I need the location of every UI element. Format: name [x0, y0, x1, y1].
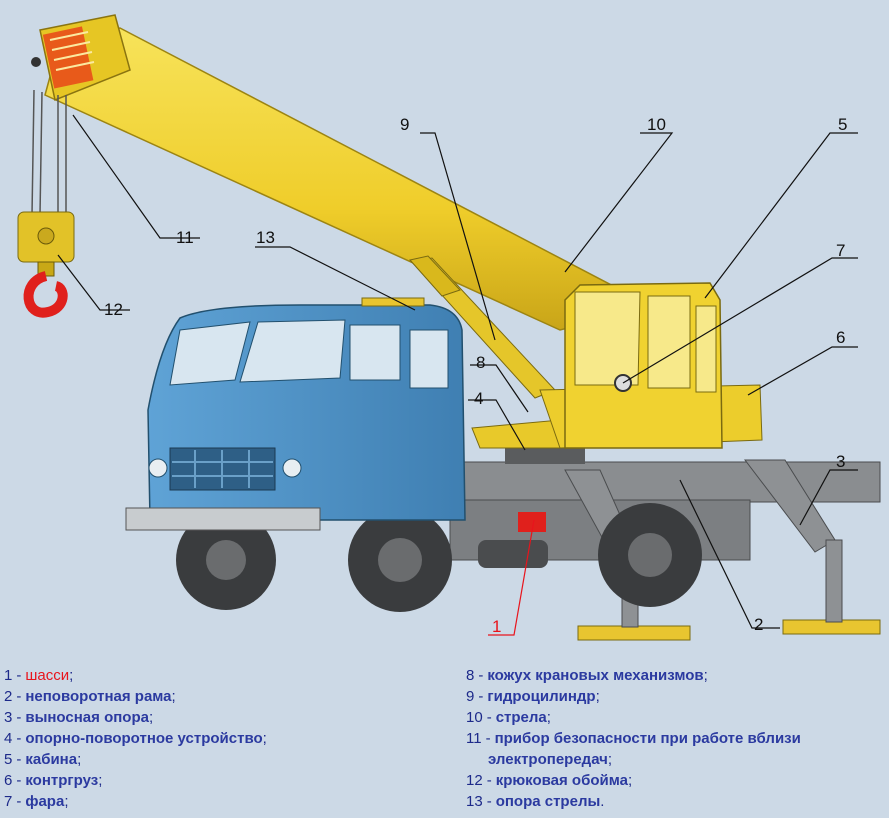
callout-2: 2	[754, 615, 763, 634]
callout-5: 5	[838, 115, 847, 134]
callout-6: 6	[836, 328, 845, 347]
crane-housing	[471, 282, 763, 464]
callout-8: 8	[476, 353, 485, 372]
legend-item-12: 12- крюковая обойма;	[466, 772, 633, 789]
legend-item-4: 4- опорно-поворотное устройство;	[4, 730, 267, 747]
legend-item-9: 9- гидроцилиндр;	[466, 688, 600, 705]
legend-item-11: 11- прибор безопасности при работе вблиз…	[466, 730, 801, 747]
legend-item-7: 7- фара;	[4, 793, 69, 810]
legend-item-2: 2- неповоротная рама;	[4, 688, 176, 705]
boom	[31, 14, 642, 331]
callout-10: 10	[647, 115, 666, 134]
leader-lines	[57, 114, 858, 636]
hook-block	[17, 211, 75, 318]
callout-7: 7	[836, 241, 845, 260]
callout-1: 1	[492, 617, 501, 636]
legend-item-10: 10- стрела;	[466, 709, 551, 726]
legend-item-1: 1- шасси;	[4, 667, 74, 684]
callout-12: 12	[104, 300, 123, 319]
callout-11: 11	[176, 228, 194, 247]
truck-crane-illustration: 1 2 3 4 5 6 7 8 9 10 11 12 13	[17, 14, 881, 641]
legend-item-3: 3- выносная опора;	[4, 709, 154, 726]
truck-cab	[125, 297, 466, 531]
chassis-frame	[449, 461, 881, 568]
legend-right-column: 8- кожух крановых механизмов; 9- гидроци…	[466, 665, 876, 812]
wheels	[176, 503, 702, 612]
callout-3: 3	[836, 452, 845, 471]
legend-left-column: 1- шасси; 2- неповоротная рама; 3- вынос…	[4, 665, 267, 812]
hook-cables	[31, 89, 67, 216]
callout-13: 13	[256, 228, 275, 247]
outrigger-pads	[577, 619, 881, 641]
callout-4: 4	[474, 389, 483, 408]
legend-item-8: 8- кожух крановых механизмов;	[466, 667, 708, 684]
callout-9: 9	[400, 115, 409, 134]
legend-item-13: 13- опора стрелы.	[466, 793, 605, 810]
legend-item-5: 5- кабина;	[4, 751, 82, 768]
legend-item-11-cont: электропередач;	[488, 751, 613, 768]
legend-text-chassis: шасси	[25, 667, 70, 684]
legend-item-6: 6- контргруз;	[4, 772, 103, 789]
